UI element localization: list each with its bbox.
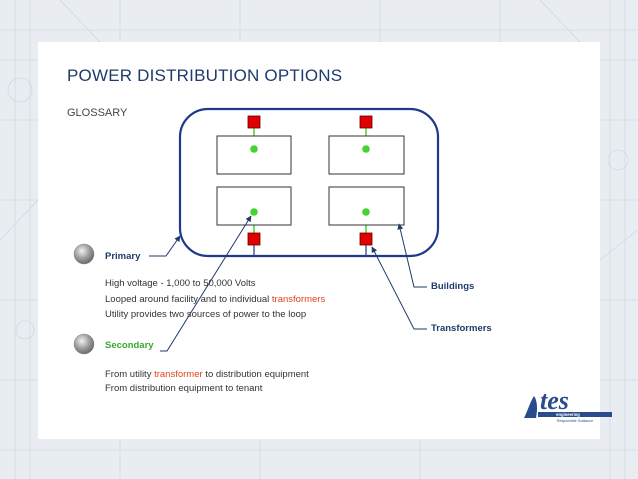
primary-desc-voltage: High voltage - 1,000 to 50,000 Volts <box>105 278 256 289</box>
building <box>328 135 405 175</box>
building-connection-dot <box>250 208 258 216</box>
transformer <box>247 115 261 129</box>
primary-desc-loop-text: Looped around facility and to individual <box>105 294 272 305</box>
building <box>216 186 292 226</box>
secondary-bullet-icon <box>73 333 95 355</box>
transformers-highlight: transformers <box>271 294 326 305</box>
transformers-leader <box>371 246 427 330</box>
secondary-leader <box>160 215 252 352</box>
buildings-label: Buildings <box>431 281 475 292</box>
primary-desc-sources: Utility provides two sources of power to… <box>105 309 307 320</box>
slide-subtitle: GLOSSARY <box>67 107 128 119</box>
secondary-desc-text-a: From utility <box>105 369 155 380</box>
transformer <box>359 115 373 129</box>
tes-logo: tes engineering Responsible Guidance <box>524 386 612 423</box>
primary-bullet-icon <box>73 243 95 265</box>
building <box>216 135 292 175</box>
building-connection-dot <box>250 145 258 153</box>
primary-label: Primary <box>105 251 141 262</box>
secondary-desc-text-b: to distribution equipment <box>202 369 309 380</box>
building <box>328 186 405 226</box>
transformer <box>247 232 261 246</box>
transformer <box>359 232 373 246</box>
slide-title: POWER DISTRIBUTION OPTIONS <box>67 66 343 85</box>
logo-subtext: engineering <box>556 412 580 417</box>
primary-loop <box>178 107 440 258</box>
secondary-desc-utility: From utility transformer to distribution… <box>105 369 309 380</box>
building-connection-dot <box>362 145 370 153</box>
secondary-desc-tenant: From distribution equipment to tenant <box>105 383 263 394</box>
primary-leader <box>149 235 181 257</box>
secondary-label: Secondary <box>105 340 154 351</box>
transformer-highlight: transformer <box>154 369 203 380</box>
logo-text: tes <box>540 386 569 415</box>
building-connection-dot <box>362 208 370 216</box>
logo-tagline: Responsible Guidance <box>557 419 593 423</box>
primary-desc-loop: Looped around facility and to individual… <box>105 294 325 305</box>
buildings-leader <box>397 223 427 288</box>
transformers-label: Transformers <box>431 323 492 334</box>
